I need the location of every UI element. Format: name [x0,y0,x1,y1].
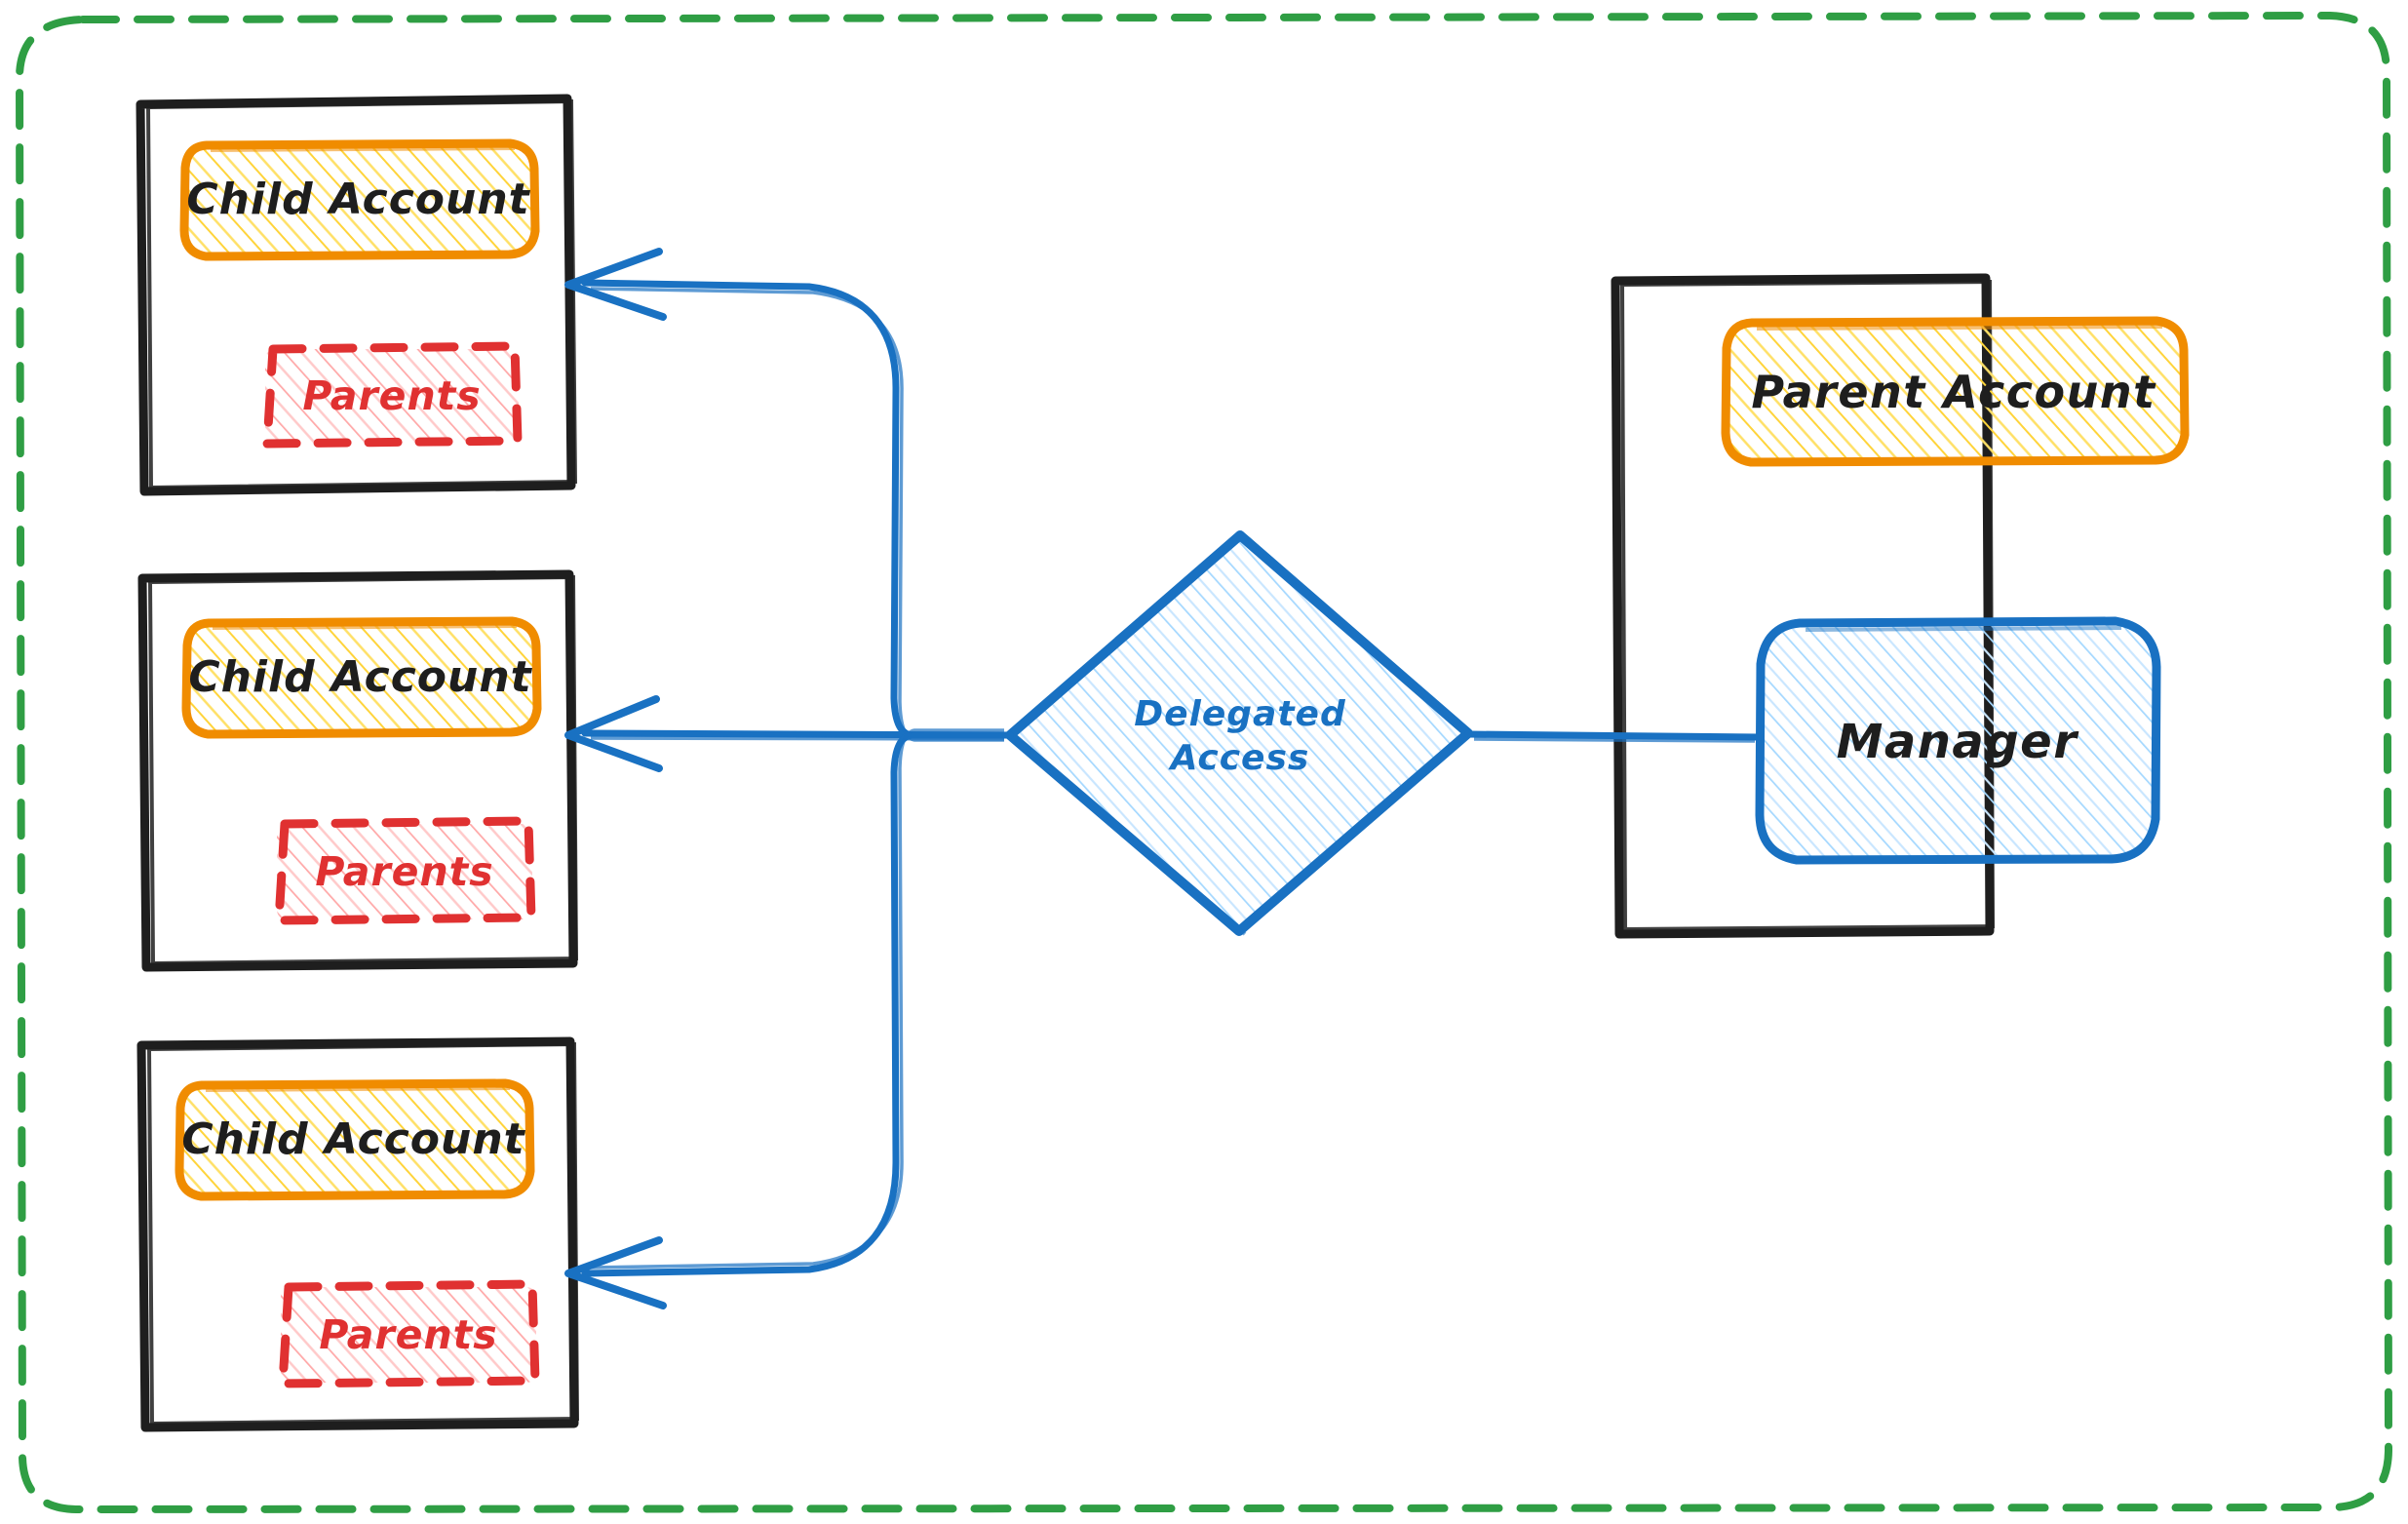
manager-box [1755,616,2161,865]
parent-group-container [1611,273,1996,939]
child-account-box-3 [175,1078,535,1201]
parent-account-box [1721,316,2190,467]
connector-manager-to-delegated [1464,730,1764,743]
diagram-boundary [15,11,2393,1514]
connector-delegated-to-child-1 [564,248,1014,742]
parents-box-2 [274,816,536,925]
child-account-box-2 [181,616,542,739]
child-group-3-container [136,1036,580,1432]
child-account-box-1 [179,138,540,261]
child-group-1-container [136,94,578,496]
delegated-access-diamond [1005,530,1474,936]
parents-box-3 [278,1279,540,1388]
child-group-2-container [137,569,579,972]
connector-delegated-to-child-3 [564,728,1014,1309]
parents-box-1 [262,341,523,449]
